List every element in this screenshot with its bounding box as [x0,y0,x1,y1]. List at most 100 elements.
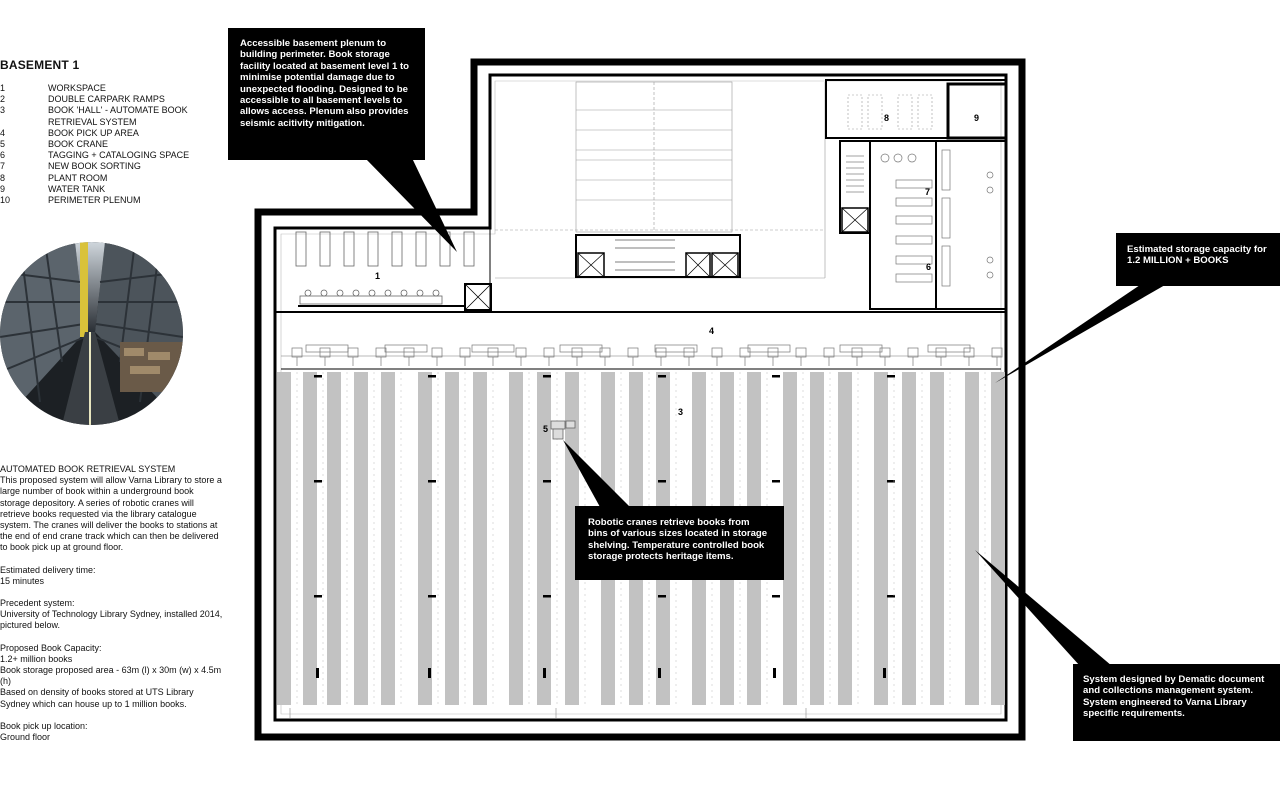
crane-track-marker [772,595,780,598]
legend-number: 1 [0,83,6,93]
label-plant: 8 [884,113,889,123]
legend-number: 5 [0,139,6,150]
crane-track-marker [428,375,436,378]
workspace-chair [352,289,360,297]
shelf-row [354,372,368,705]
pointer-cranes [563,440,630,507]
legend-label: NEW BOOK SORTING [48,161,141,172]
pointer-capacity [995,285,1165,383]
shelf-row [473,372,487,705]
legend-number: 7 [0,161,6,172]
legend-item: 1 WORKSPACE [0,83,220,94]
shelf-row [838,372,852,705]
crane-track-marker [887,480,895,483]
legend-label: WATER TANK [48,183,106,194]
legend-number: 3 [0,105,6,116]
pickup-counter [559,344,603,353]
workspace-chair [400,289,408,297]
legend-label: TAGGING + CATALOGING SPACE [48,150,190,161]
workspace-chair [416,289,424,297]
delivery-label: Estimated delivery time: [0,564,96,575]
crane-end-stop [316,668,319,678]
crane-track-marker [314,375,322,378]
shelf-row [418,372,432,705]
shelf-row [277,372,291,705]
shelf-row [783,372,797,705]
pickup-counter [927,344,971,353]
delivery-value: 15 minutes [0,575,45,586]
lift-cores [575,234,741,278]
crane-track-marker [887,375,895,378]
workspace-desk [463,231,475,267]
legend-label: PLANT ROOM [48,172,108,183]
label-crane: 5 [543,424,548,434]
capacity-value: 1.2+ million books [0,653,73,664]
label-tank: 9 [974,113,979,123]
outer-wall [254,58,1026,741]
workspace-desk [319,231,331,267]
crane-track-marker [543,480,551,483]
workspace-desk [415,231,427,267]
description-body: This proposed system will allow Varna Li… [0,475,222,553]
legend-label: DOUBLE CARPARK RAMPS [48,94,165,105]
workspace-chair [432,289,440,297]
crane-track-marker [658,595,666,598]
legend-number: 4 [0,127,6,138]
water-tank [946,82,1008,140]
shelf-row [303,372,317,705]
crane-track-marker [658,375,666,378]
shelf-row [537,372,551,705]
tagging-room [935,140,1007,310]
density-note: Based on density of books stored at UTS … [0,687,194,709]
legend-item: 3 BOOK 'HALL' - AUTOMATE BOOK RETRIEVAL S… [0,105,220,127]
legend-label: BOOK 'HALL' - AUTOMATE BOOK RETRIEVAL SY… [48,105,188,127]
legend-item: 9 WATER TANK [0,184,220,195]
legend-number: 2 [0,94,6,105]
crane-track-marker [772,375,780,378]
precedent-label: Precedent system: [0,598,75,609]
legend-number: 9 [0,183,6,194]
shelf-row [381,372,395,705]
crane-track-marker [658,480,666,483]
shelf-row [991,372,1005,705]
crane-track-marker [887,595,895,598]
crane-track-marker [314,480,322,483]
legend-item: 8 PLANT ROOM [0,173,220,184]
legend-item: 5 BOOK CRANE [0,139,220,150]
crane-track-marker [428,480,436,483]
pickup-counter [839,344,883,353]
pickup-counter [471,344,515,353]
shelf-row [874,372,888,705]
label-hall: 3 [678,407,683,417]
shelf-row [509,372,523,705]
crane-end-stop [658,668,661,678]
workspace-chair [384,289,392,297]
crane-track-marker [543,375,551,378]
pointer-plenum [365,158,457,252]
crane-track-marker [543,595,551,598]
crane-end-stop [428,668,431,678]
label-pickup: 4 [709,326,714,336]
shelf-row [902,372,916,705]
legend-number: 8 [0,172,6,183]
capacity-label: Proposed Book Capacity: [0,642,102,653]
shelf-row [327,372,341,705]
pickup-counter [384,344,428,353]
crane-track-marker [772,480,780,483]
shelf-row [810,372,824,705]
book-crane [550,420,576,440]
legend-label: WORKSPACE [48,83,106,93]
workspace-chair [368,289,376,297]
callout-capacity: Estimated storage capacity for 1.2 MILLI… [1116,233,1280,286]
page-title: BASEMENT 1 [0,58,80,72]
legend-list: 1 WORKSPACE 2 DOUBLE CARPARK RAMPS 3 BOOK 'HA… [0,83,220,206]
crane-end-stop [773,668,776,678]
system-description: AUTOMATED BOOK RETRIEVAL SYSTEM This pro… [0,464,224,754]
shelf-row [930,372,944,705]
legend-item: 7 NEW BOOK SORTING [0,161,220,172]
pickup-label: Book pick up location: [0,720,88,731]
legend-label: BOOK CRANE [48,139,109,150]
shelf-row [445,372,459,705]
